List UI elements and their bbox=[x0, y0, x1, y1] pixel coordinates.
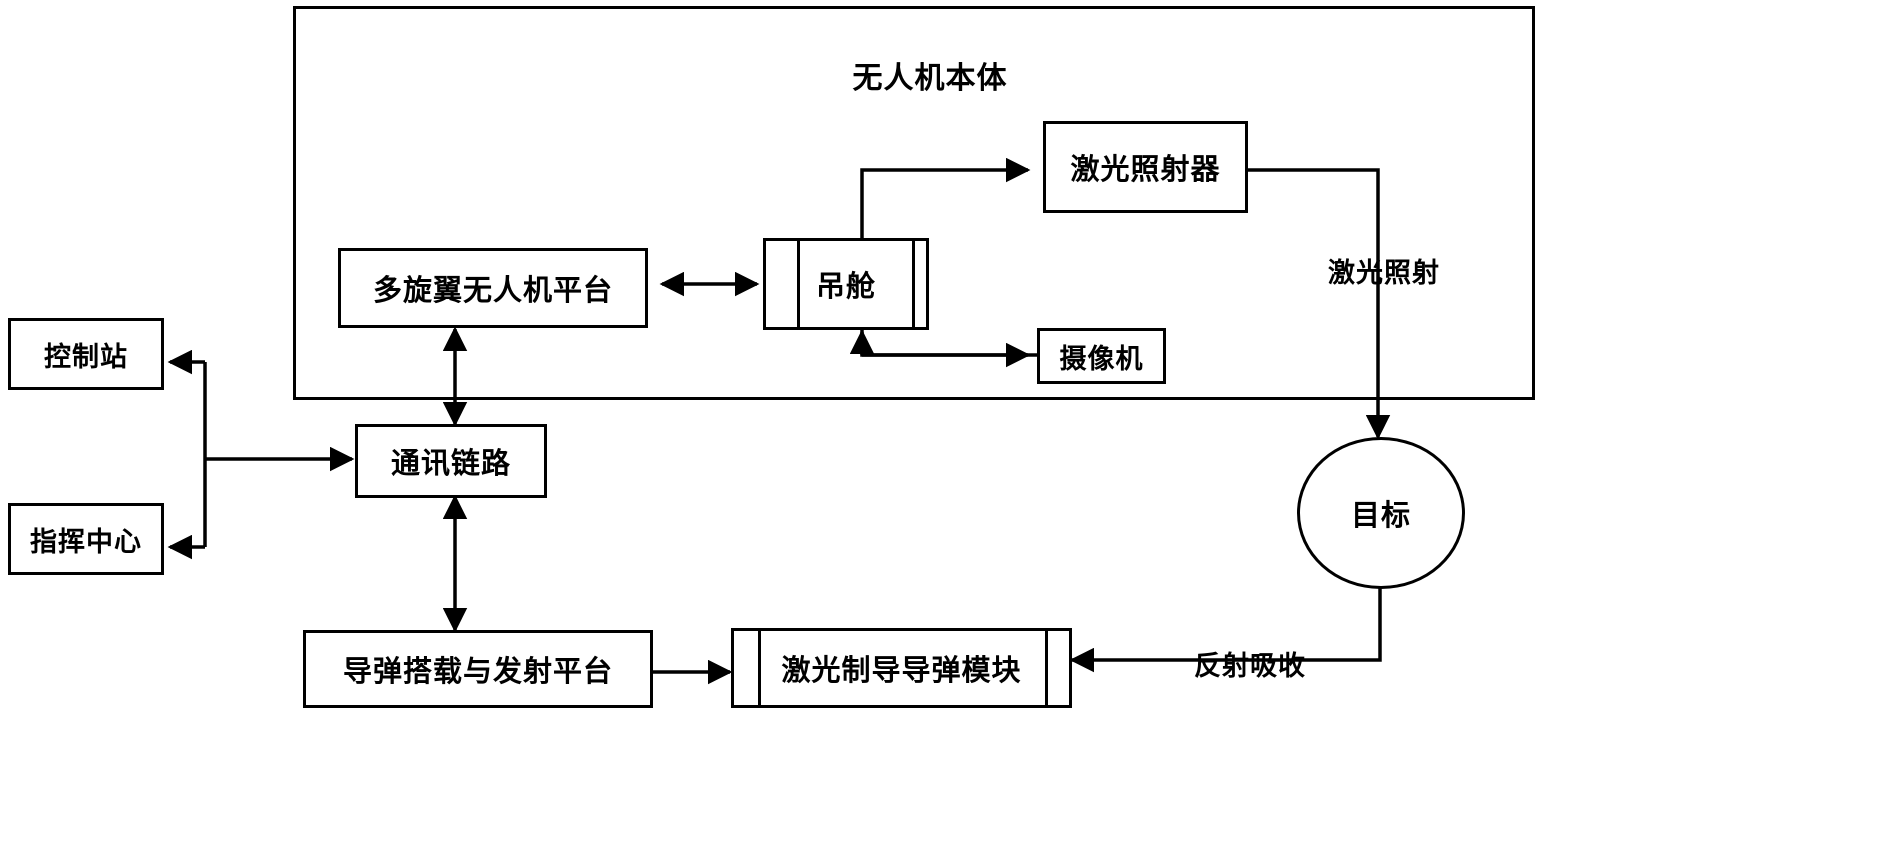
missile-module-divider-right bbox=[1045, 628, 1048, 708]
node-camera-label: 摄像机 bbox=[1059, 343, 1144, 375]
node-command-center[interactable]: 指挥中心 bbox=[8, 503, 164, 575]
edge-label-reflect-absorb: 反射吸收 bbox=[1194, 650, 1306, 682]
node-missile-platform[interactable]: 导弹搭载与发射平台 bbox=[303, 630, 653, 708]
node-missile-module[interactable]: 激光制导导弹模块 bbox=[731, 628, 1072, 708]
node-multirotor-platform[interactable]: 多旋翼无人机平台 bbox=[338, 248, 648, 328]
node-control-station-label: 控制站 bbox=[44, 341, 128, 373]
node-multirotor-platform-label: 多旋翼无人机平台 bbox=[372, 273, 613, 307]
node-command-center-label: 指挥中心 bbox=[30, 526, 142, 558]
node-camera[interactable]: 摄像机 bbox=[1037, 328, 1166, 384]
missile-module-divider-left bbox=[758, 628, 761, 708]
pod-divider-right bbox=[912, 238, 915, 330]
pod-divider-left bbox=[797, 238, 800, 330]
node-laser-designator[interactable]: 激光照射器 bbox=[1043, 121, 1248, 213]
arrow-pod-laser-designator bbox=[860, 157, 1031, 238]
uav-body-frame bbox=[293, 6, 1535, 400]
node-pod[interactable]: 吊舱 bbox=[763, 238, 929, 330]
node-pod-label: 吊舱 bbox=[815, 269, 876, 303]
node-control-station[interactable]: 控制站 bbox=[8, 318, 164, 390]
node-comm-link[interactable]: 通讯链路 bbox=[355, 424, 547, 498]
uav-body-title: 无人机本体 bbox=[852, 61, 1008, 96]
node-target-label: 目标 bbox=[1350, 498, 1411, 532]
node-target[interactable]: 目标 bbox=[1297, 437, 1465, 589]
node-laser-designator-label: 激光照射器 bbox=[1070, 152, 1221, 186]
node-missile-module-label: 激光制导导弹模块 bbox=[781, 653, 1022, 687]
node-comm-link-label: 通讯链路 bbox=[390, 446, 511, 480]
node-missile-platform-label: 导弹搭载与发射平台 bbox=[342, 654, 613, 688]
arrow-target-to-missile-module bbox=[1069, 588, 1382, 673]
edge-label-laser-irradiation: 激光照射 bbox=[1328, 257, 1440, 289]
arrow-laser-to-target bbox=[1248, 168, 1391, 440]
